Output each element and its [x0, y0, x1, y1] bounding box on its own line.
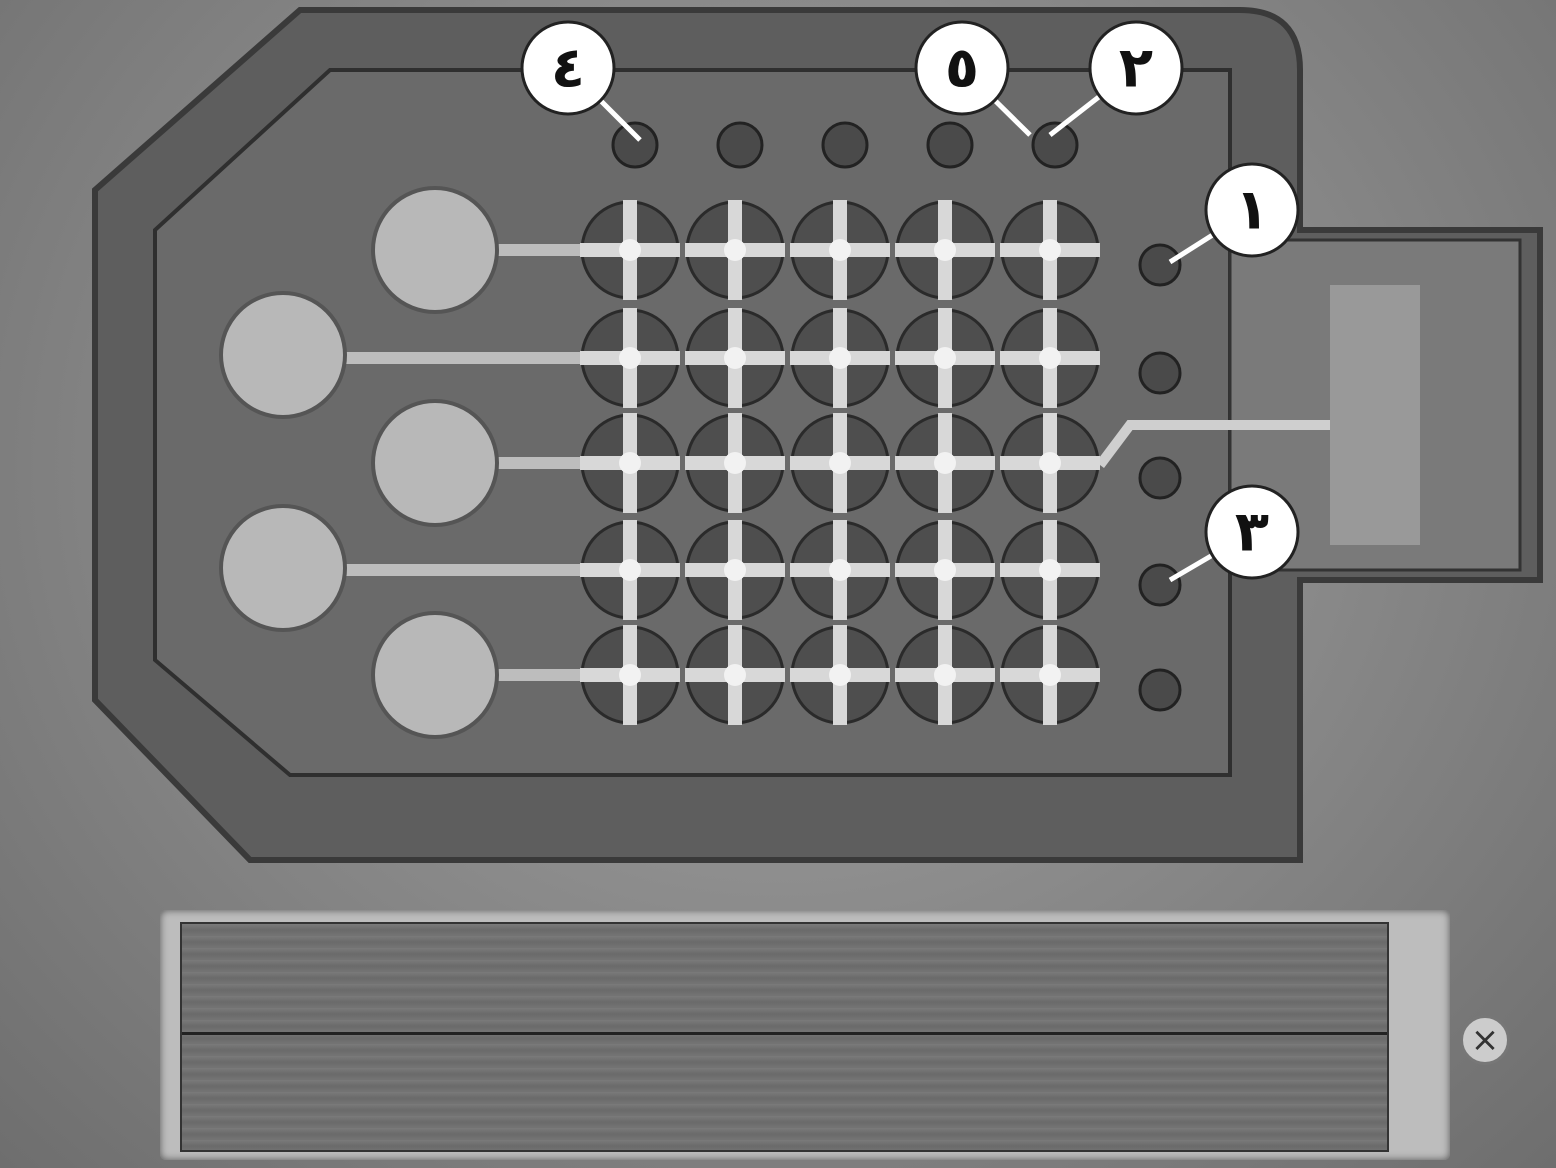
pipe-junction	[934, 452, 956, 474]
pipe-junction	[829, 239, 851, 261]
pipe-junction	[724, 559, 746, 581]
message-panel	[160, 910, 1450, 1160]
close-icon: ×	[1470, 1020, 1500, 1060]
pipe-junction	[829, 347, 851, 369]
callout-badge	[1204, 484, 1300, 580]
pipe-junction	[934, 347, 956, 369]
pipe-junction	[829, 452, 851, 474]
callout-number: ٣	[1235, 500, 1269, 565]
callout-number: ٤	[551, 36, 585, 101]
pipe-junction	[934, 559, 956, 581]
pipe-junction	[1039, 239, 1061, 261]
power-coil	[1330, 285, 1420, 545]
callout-badge	[1088, 20, 1184, 116]
pipe-junction	[724, 452, 746, 474]
pipe-junction	[1039, 664, 1061, 686]
pipe-junction	[619, 347, 641, 369]
callout-badge	[914, 20, 1010, 116]
side-knob[interactable]	[1138, 563, 1182, 607]
indicator-bulb	[371, 611, 499, 739]
top-knob[interactable]	[611, 121, 659, 169]
pipe-junction	[1039, 347, 1061, 369]
bulb-wire	[283, 564, 585, 576]
pipe-junction	[619, 452, 641, 474]
callout-number: ١	[1235, 178, 1269, 243]
callout-number: ٢	[1119, 36, 1153, 101]
indicator-bulb	[219, 291, 347, 419]
top-knob[interactable]	[716, 121, 764, 169]
callout-badge	[1204, 162, 1300, 258]
pipe-junction	[619, 559, 641, 581]
pipe-junction	[829, 559, 851, 581]
pipe-junction	[619, 239, 641, 261]
indicator-bulb	[371, 399, 499, 527]
callout-badge	[520, 20, 616, 116]
callout-number: ٥	[945, 36, 979, 101]
message-area	[180, 922, 1389, 1152]
close-button[interactable]: ×	[1460, 1015, 1510, 1065]
pipe-junction	[619, 664, 641, 686]
pipe-junction	[1039, 559, 1061, 581]
top-knob[interactable]	[926, 121, 974, 169]
top-knob[interactable]	[821, 121, 869, 169]
pipe-junction	[934, 664, 956, 686]
indicator-bulb	[371, 186, 499, 314]
pipe-junction	[1039, 452, 1061, 474]
power-wire	[1096, 420, 1330, 468]
pipe-junction	[829, 664, 851, 686]
indicator-bulb	[219, 504, 347, 632]
side-knob[interactable]	[1138, 243, 1182, 287]
side-knob[interactable]	[1138, 668, 1182, 712]
pipe-junction	[724, 347, 746, 369]
bulb-wire	[283, 352, 585, 364]
top-knob[interactable]	[1031, 121, 1079, 169]
pipe-junction	[934, 239, 956, 261]
pipe-junction	[724, 664, 746, 686]
side-knob[interactable]	[1138, 351, 1182, 395]
pipe-junction	[724, 239, 746, 261]
side-knob[interactable]	[1138, 456, 1182, 500]
